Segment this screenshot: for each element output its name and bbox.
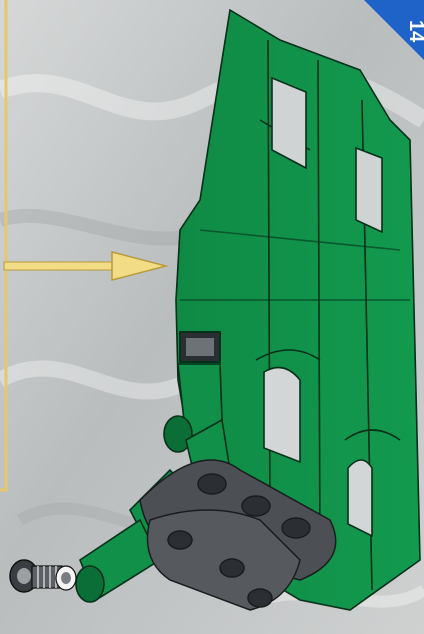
panel-window-lower <box>264 368 300 463</box>
panel-window-upper-right <box>356 148 382 232</box>
panel-window-lower-right <box>348 460 372 536</box>
step-number: 14 <box>405 20 424 43</box>
